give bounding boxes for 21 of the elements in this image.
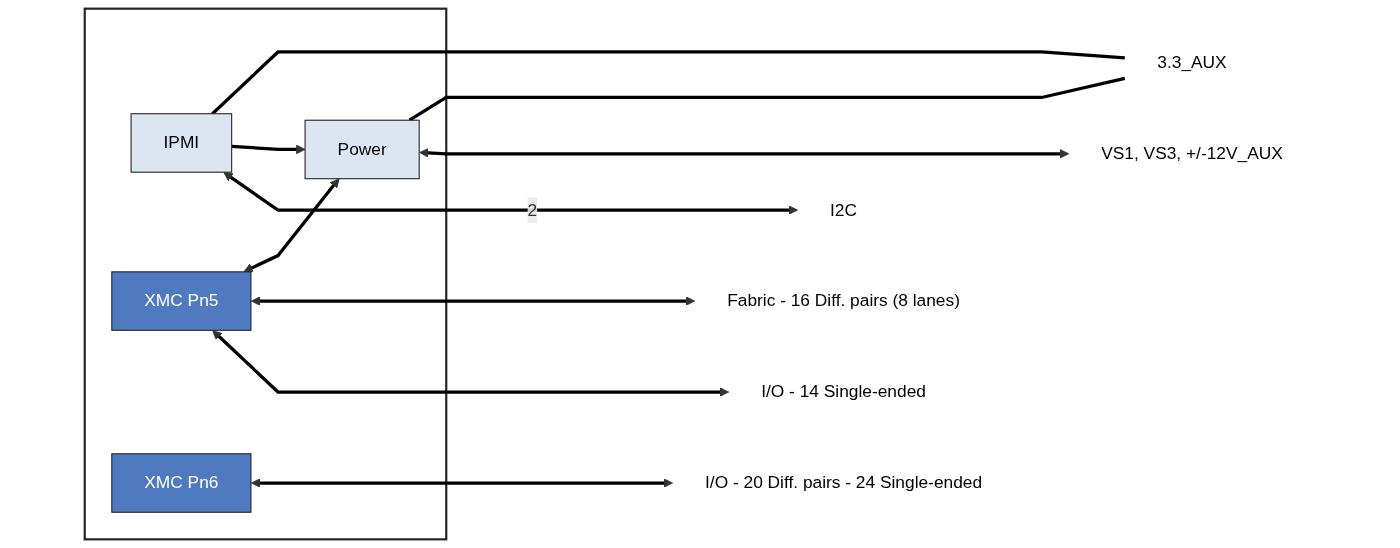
arrow — [243, 178, 340, 273]
node-text: Fabric - 16 Diff. pairs (8 lanes) — [727, 291, 960, 310]
node-box: XMC Pn6 — [111, 453, 252, 513]
node-box: IPMI — [130, 113, 233, 173]
node-box: Power — [304, 119, 420, 180]
arrow — [250, 296, 696, 306]
connector — [408, 76, 1126, 122]
node-text: VS1, VS3, +/-12V_AUX — [1101, 144, 1283, 163]
arrow — [250, 478, 673, 488]
connector — [211, 50, 1125, 115]
node-text: I2C — [830, 200, 858, 219]
arrow — [223, 172, 798, 215]
node-box: XMC Pn5 — [111, 271, 252, 331]
arrow — [419, 148, 1070, 159]
edge-label: 2 — [527, 200, 538, 219]
arrow — [231, 144, 306, 155]
node-text: I/O - 20 Diff. pairs - 24 Single-ended — [705, 473, 983, 492]
cluster — [83, 7, 448, 541]
node-text: I/O - 14 Single-ended — [761, 382, 926, 401]
node-text: 3.3_AUX — [1157, 53, 1227, 72]
arrow — [212, 330, 730, 397]
